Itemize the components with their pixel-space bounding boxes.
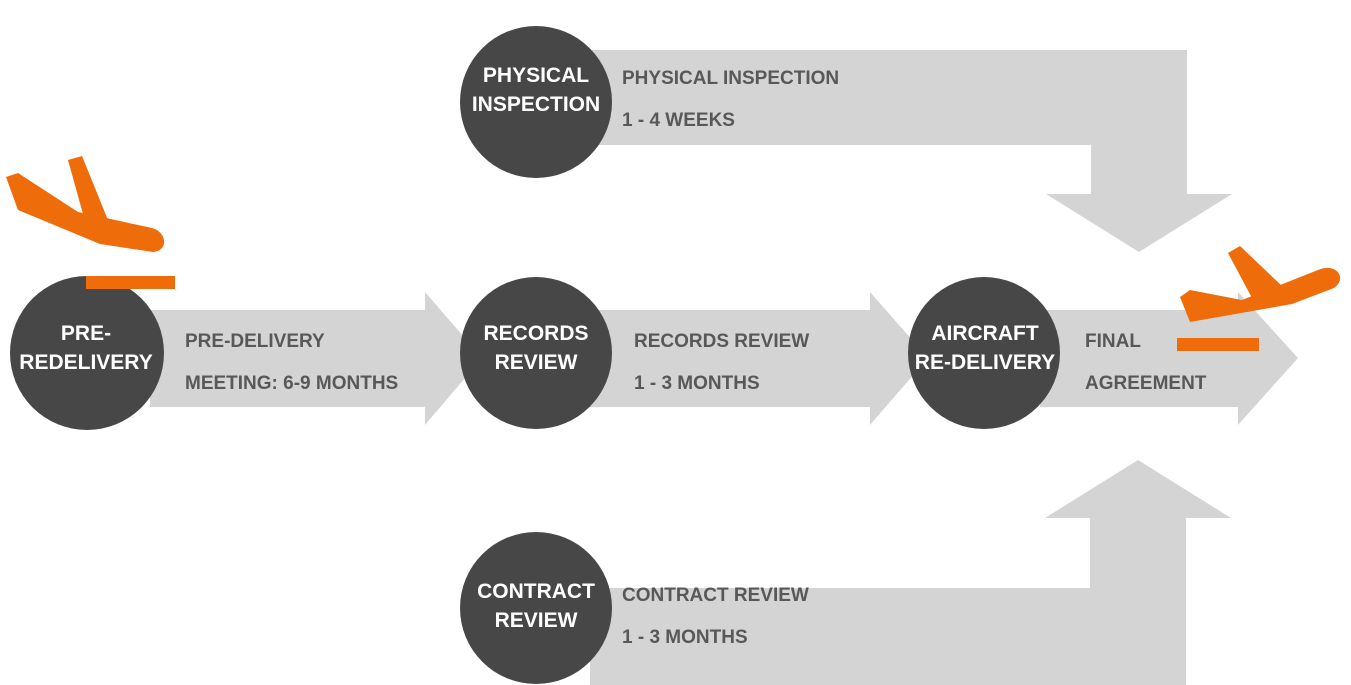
physical-inspection-arrow xyxy=(590,50,1232,252)
physical-inspection-circle xyxy=(460,26,612,178)
pre-redelivery-label-line1: PRE- xyxy=(61,322,111,345)
records-review-circle xyxy=(460,277,612,429)
records-review-step-line2: 1 - 3 MONTHS xyxy=(634,373,760,394)
pre-delivery-step-line1: PRE-DELIVERY xyxy=(185,331,325,352)
pre-redelivery-label-line2: REDELIVERY xyxy=(19,351,152,374)
contract-review-step-line2: 1 - 3 MONTHS xyxy=(622,627,748,648)
records-review-step-line1: RECORDS REVIEW xyxy=(634,331,809,352)
records-review-arrow xyxy=(590,292,928,425)
pre-delivery-step-line2: MEETING: 6-9 MONTHS xyxy=(185,373,398,394)
final-step-line2: AGREEMENT xyxy=(1085,373,1207,394)
records-review-label-line2: REVIEW xyxy=(495,351,578,374)
pre-redelivery-circle xyxy=(10,276,164,430)
physical-inspection-label-line1: PHYSICAL xyxy=(483,64,589,87)
aircraft-redelivery-circle xyxy=(908,277,1060,429)
aircraft-redelivery-label-line1: AIRCRAFT xyxy=(931,322,1038,345)
records-review-label-line1: RECORDS xyxy=(483,322,588,345)
contract-review-label-line2: REVIEW xyxy=(495,609,578,632)
contract-review-step-line1: CONTRACT REVIEW xyxy=(622,585,809,606)
physical-inspection-label-line2: INSPECTION xyxy=(472,93,600,116)
physical-inspection-step-line1: PHYSICAL INSPECTION xyxy=(622,68,839,89)
plane-takeoff-icon xyxy=(1177,246,1341,351)
aircraft-redelivery-label-line2: RE-DELIVERY xyxy=(915,351,1055,374)
plane-landing-icon xyxy=(6,156,175,289)
contract-review-label-line1: CONTRACT xyxy=(477,580,595,603)
physical-inspection-step-line2: 1 - 4 WEEKS xyxy=(622,110,735,131)
pre-delivery-arrow xyxy=(150,292,482,425)
final-step-line1: FINAL xyxy=(1085,331,1141,352)
final-agreement-arrow xyxy=(1040,292,1298,425)
contract-review-arrow xyxy=(590,460,1231,685)
contract-review-circle xyxy=(460,532,612,684)
